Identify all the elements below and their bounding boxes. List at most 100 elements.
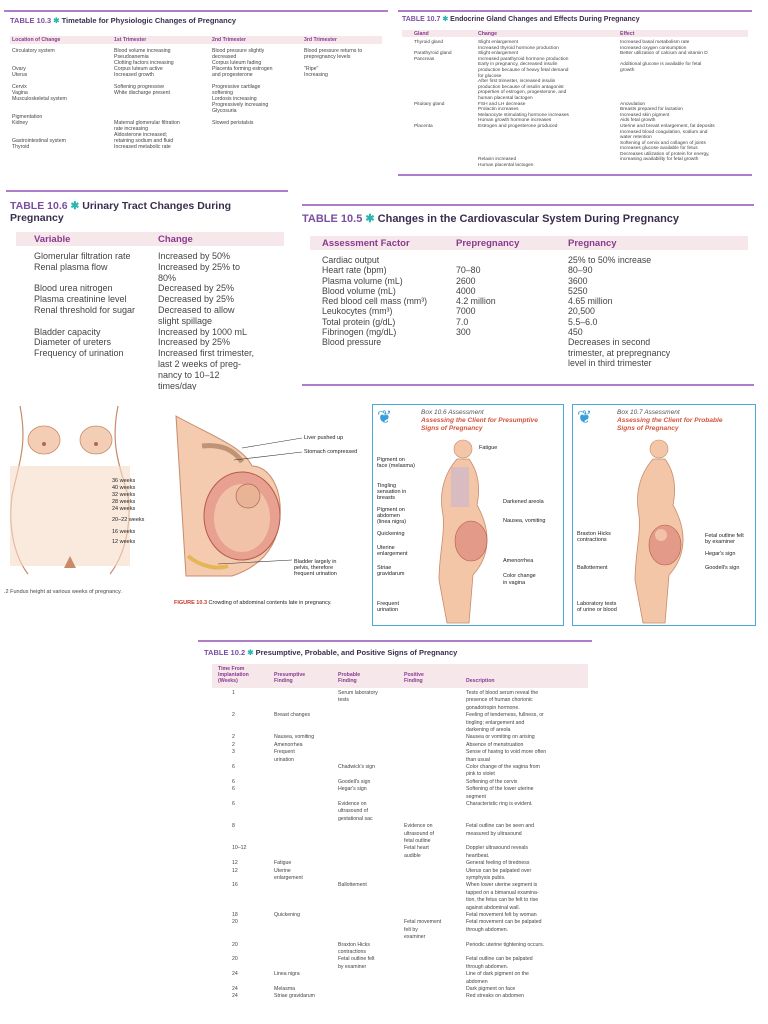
header-row [16,232,284,246]
right-label: by examiner [705,539,735,545]
table-cell: Uterus can be palpated over [466,867,532,874]
table-cell: Aldosterone increased; [114,132,168,138]
col-header: Finding [338,678,357,684]
table-cell: Human growth hormone increases [478,118,552,124]
torso-illustration [10,406,130,575]
table-row: against abdominal wall. [198,905,592,912]
table-cell: Prolactin increases [478,107,519,113]
table-cell [34,316,135,327]
table-cell: Gastrointestinal system [12,138,66,144]
table-cell: Blood pressure returns to [304,48,363,54]
table-cell: 80% [158,272,177,283]
table-cell: Plasma volume (mL) [322,275,403,286]
table-cell: 2 [232,712,235,719]
table-top-rule [4,10,388,12]
table-cell: Musculoskeletal system [12,96,67,102]
table-cell: Increased growth [114,72,154,78]
table-cell: 4.65 million [568,296,613,307]
table-cell: than usual [466,756,490,763]
table-cell: retaining sodium and fluid [114,138,174,144]
star-icon: ✱ [247,648,254,657]
table-cell: audible [404,852,421,859]
left-label: Tingling [377,483,397,489]
star-icon: ✱ [442,16,449,23]
table-row: urination than usual [198,757,592,764]
table-cell: 7.0 [456,316,469,327]
col-header: 1st Trimester [114,37,147,43]
table-cell: ultrasound of [404,830,434,837]
box-title-line: Signs of Pregnancy [617,424,679,432]
table-row: gonadotropin hormone. [198,705,592,712]
table-cell: 6 [232,786,235,793]
right-label: Fetal outline felt [705,533,744,539]
table-cell: abdomen [466,978,488,985]
col-header: Location of Change [12,37,61,43]
table-row: audible heartbeat. [198,853,592,860]
table-cell: Heart rate (bpm) [322,265,387,276]
table-10-3: TABLE 10.3 ✱ Timetable for Physiologic C… [4,10,388,180]
figure-10-2-fundus-height: 36 weeks 40 weeks 32 weeks 28 weeks 24 w… [0,406,170,606]
table-row: contractions [198,949,592,956]
header-row [212,664,588,688]
table-cell: pink to violet [466,771,495,778]
col-header: Presumptive [274,672,306,678]
table-cell: Quickening [274,912,300,918]
table-cell: Melanocyte stimulating hormone increases [478,112,569,118]
table-cell: symphysis pubis. [466,875,506,881]
table-cell: Tests of blood serum reveal the [466,690,539,696]
table-cell: Increased by 50% [158,251,231,261]
table-row: segment [198,794,592,801]
table-cell: Increasing [304,72,328,78]
table-heading: Endocrine Gland Changes and Effects Duri… [450,16,640,23]
table-cell: Thyroid [12,144,30,150]
table-cell: After first trimester, increased insulin [478,79,556,85]
table-cell: production because of insulin antagonist [478,84,564,90]
table-cell: Aids fetal growth [620,118,656,124]
table-cell: Progressive cartilage [212,84,261,90]
table-cell: 6 [232,778,235,785]
col-header: Change [158,234,193,245]
table-cell: Softening progressive [114,84,165,90]
table-cell: Increased skin pigment [620,112,670,118]
left-label: abdomen [377,513,400,519]
week-label: 16 weeks [112,529,136,535]
table-cell: Increased parathyroid hormone production [478,56,569,62]
table-cell: fetal outline [404,838,431,844]
table-cell: production because of heavy fetal demand [478,67,569,73]
right-label: Goodell's sign [705,565,740,571]
table-cell: times/day [158,380,197,390]
table-cell: Doppler ultrasound reveals [466,845,528,852]
table-row: tion, the fetus can be felt to rise [198,897,592,904]
table-cell: Amenorrhea [274,741,303,748]
table-row: pink to violet [198,771,592,778]
column-3rd: Blood pressure returns to prepregnancy l… [304,48,362,78]
table-cell: General feeling of tiredness [466,860,530,867]
table-cell: urination [274,756,294,763]
figure-label: pelvis, therefore [294,565,334,571]
table-cell: 10–12 [232,845,247,852]
figure-10-3-crowding: Liver pushed up Stomach compressed Bladd… [172,406,368,612]
box-label: Box 10.6 Assessment [421,409,484,416]
table-cell: Softening of the lower uterine [466,786,534,793]
right-label: Amenorrhea [503,558,534,564]
col-header: Assessment Factor [322,238,410,249]
table-cell: Increased metabolic rate [114,144,171,150]
left-label: Laboratory tests [577,601,617,607]
table-cell: Cardiac output [322,255,380,265]
table-cell: Clotting factors increasing [114,60,174,66]
box-10-6-presumptive: ❦ Box 10.6 Assessment Assessing the Clie… [372,404,564,626]
table-cell: Fetal movement can be palpated [466,919,542,926]
table-cell: Fetal outline felt [338,956,375,963]
butterfly-icon: ❦ [377,407,393,427]
table-row: tests presence of human chorionic [198,697,592,704]
table-cell: Uterine [274,867,291,874]
table-cell: Sense of having to void more often [466,749,547,756]
table-cell: Serum laboratory [338,690,378,696]
table-cell: 16 [232,882,238,889]
